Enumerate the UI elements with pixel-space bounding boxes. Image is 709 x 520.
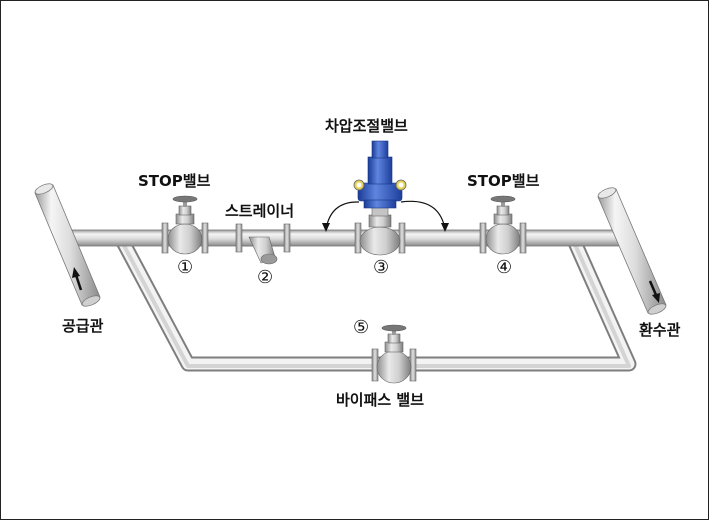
- strainer-valve-2: [235, 223, 291, 265]
- valve-number-5: ⑤: [353, 317, 370, 338]
- supply-header-pipe: [34, 183, 101, 307]
- return-header-pipe: [597, 187, 667, 315]
- impulse-lines: [322, 200, 449, 232]
- supply-flow-arrow-icon: [72, 267, 83, 291]
- valve-number-2: ②: [257, 267, 274, 288]
- valve-number-4: ④: [496, 257, 513, 278]
- main-pipe: [64, 229, 626, 247]
- pressure-control-valve-3: [353, 140, 407, 256]
- supply-pipe-label: 공급관: [62, 317, 104, 335]
- stop-valve-4: [479, 195, 527, 255]
- return-pipe-label: 환수관: [639, 321, 681, 339]
- pressure-valve-label: 차압조절밸브: [325, 117, 408, 135]
- valve-number-3: ③: [373, 257, 390, 278]
- return-flow-arrow-icon: [648, 280, 660, 303]
- bypass-valve-5: [371, 324, 417, 384]
- valve-number-1: ①: [177, 257, 194, 278]
- bypass-valve-label: 바이패스 밸브: [336, 391, 425, 409]
- stop-valve-right-label: STOP밸브: [467, 172, 540, 190]
- strainer-label: 스트레이너: [225, 202, 295, 220]
- stop-valve-1: [161, 195, 209, 255]
- stop-valve-left-label: STOP밸브: [138, 172, 211, 190]
